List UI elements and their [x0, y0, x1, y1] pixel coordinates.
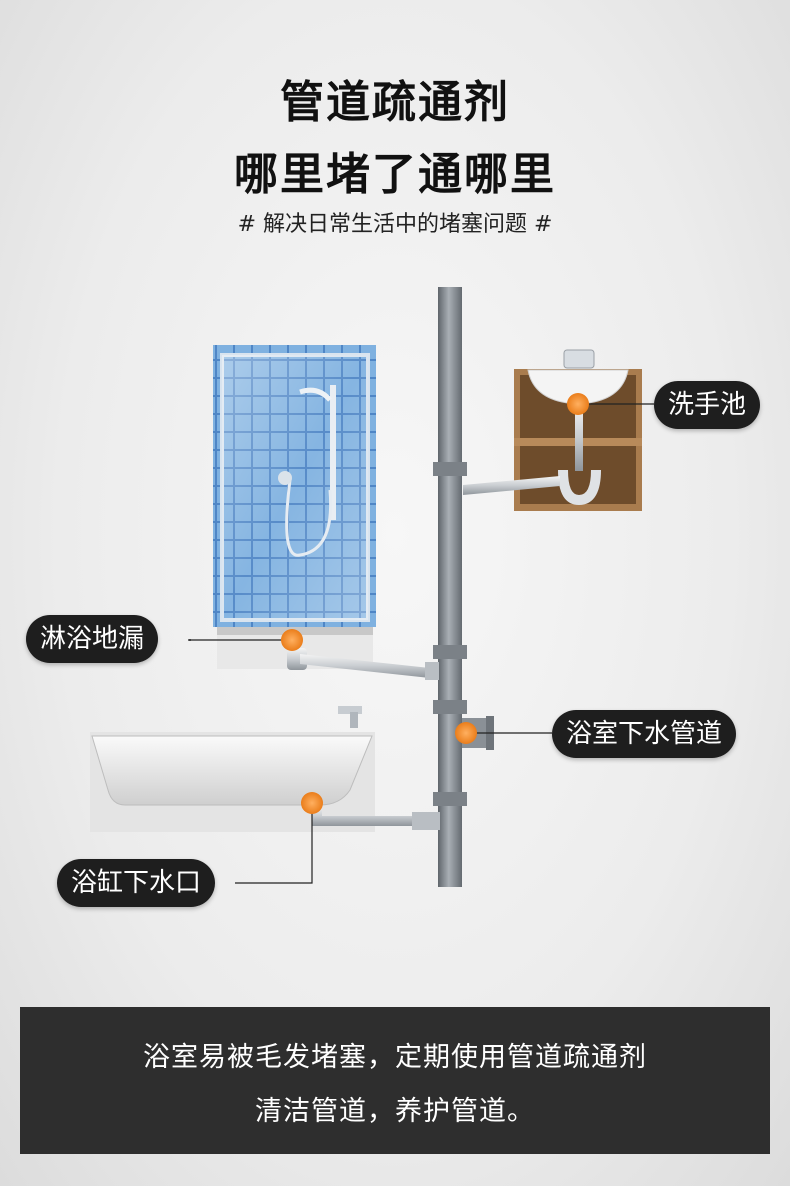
plumbing-illustration — [90, 287, 654, 887]
info-banner: 浴室易被毛发堵塞，定期使用管道疏通剂 清洁管道，养护管道。 — [20, 1007, 770, 1154]
bathtub-illustration — [90, 706, 440, 832]
leader-lines — [188, 403, 654, 884]
sink-marker — [567, 393, 589, 415]
label-sink: 洗手池 — [654, 381, 761, 429]
bathtub-drain-marker — [301, 792, 323, 814]
main-drain-pipe — [433, 287, 467, 887]
shower-drain-marker — [281, 629, 303, 651]
label-bathtub-drain: 浴缸下水口 — [57, 859, 216, 907]
shower-drain-pipe — [287, 648, 439, 680]
label-shower-drain: 淋浴地漏 — [26, 615, 159, 663]
page-title-line1: 管道疏通剂 — [280, 77, 510, 128]
pipe-marker — [455, 722, 477, 744]
label-bathroom-pipe: 浴室下水管道 — [552, 710, 737, 758]
banner-line1: 浴室易被毛发堵塞，定期使用管道疏通剂 — [143, 1042, 647, 1073]
page-title-line2: 哪里堵了通哪里 — [234, 149, 556, 200]
sink-cabinet-illustration — [463, 349, 642, 511]
page-subtitle: # 解决日常生活中的堵塞问题 # — [237, 212, 553, 237]
shower-illustration — [213, 345, 376, 669]
banner-line2: 清洁管道，养护管道。 — [255, 1096, 535, 1127]
